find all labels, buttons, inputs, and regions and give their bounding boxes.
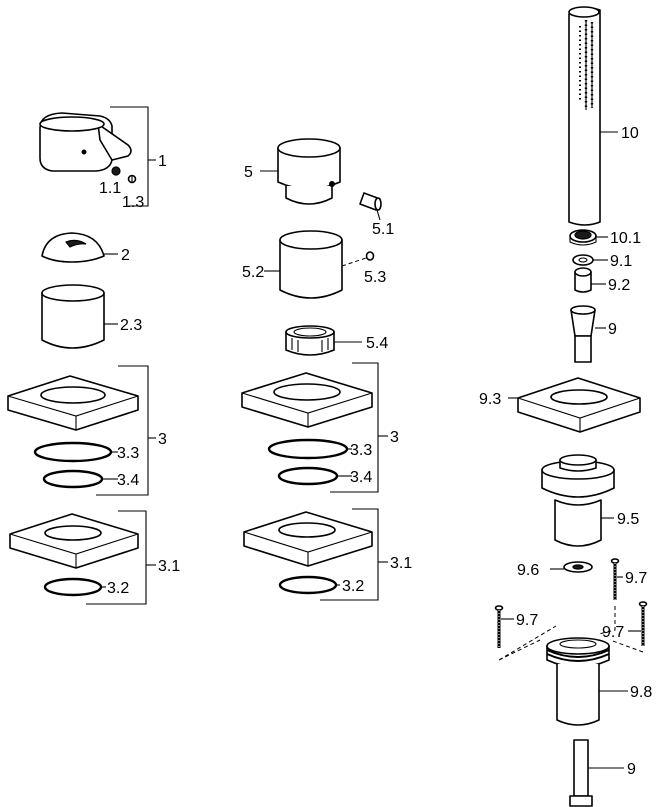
label-3-3-left: 3.3: [117, 445, 139, 462]
label-1: 1: [158, 153, 167, 170]
label-9-8: 9.8: [630, 684, 652, 701]
part-9-6-clip: [563, 561, 593, 573]
part-5-3-screw: [365, 251, 375, 261]
label-9-2: 9.2: [608, 277, 630, 294]
part-1-lever-handle: [39, 112, 132, 172]
label-10: 10: [621, 125, 639, 142]
label-1-3: 1.3: [122, 194, 144, 211]
part-1-1-screw: [111, 166, 121, 176]
label-9-6: 9.6: [517, 562, 539, 579]
label-5-1: 5.1: [372, 221, 394, 238]
label-3-left: 3: [158, 431, 167, 448]
part-3-3-oring-mid: [267, 438, 349, 460]
label-3-2-mid: 3.2: [342, 578, 364, 595]
label-5-3: 5.3: [364, 269, 386, 286]
part-10-hand-shower: [568, 6, 601, 226]
part-9-hose-top: [570, 305, 596, 363]
part-9-7-screw-b: [494, 605, 504, 648]
label-3-1-left: 3.1: [158, 558, 180, 575]
part-5-handle-body: [277, 138, 341, 205]
part-3-plate-mid: [241, 372, 373, 428]
part-9-5-holder: [541, 454, 615, 547]
part-3-4-oring-left: [42, 469, 104, 489]
label-9-top: 9: [608, 321, 617, 338]
label-3-2-left: 3.2: [107, 580, 129, 597]
label-9-3: 9.3: [479, 391, 501, 408]
part-9-3-plate: [517, 377, 641, 433]
part-2-cap: [41, 232, 105, 263]
screw-alignment-lines: [498, 606, 644, 661]
part-5-2-sleeve: [279, 230, 343, 299]
label-3-4-mid: 3.4: [350, 469, 372, 486]
label-9-7-a: 9.7: [625, 570, 647, 587]
bracket-1: [110, 106, 149, 207]
part-9-7-screw-c: [638, 601, 648, 646]
bracket-3-1-left: [86, 510, 147, 605]
part-9-1-washer: [572, 254, 594, 266]
label-5: 5: [244, 164, 253, 181]
label-9-5: 9.5: [617, 511, 639, 528]
part-3-plate-left: [7, 375, 139, 431]
part-1-3-pin: [127, 174, 137, 184]
bracket-3-mid: [330, 362, 379, 493]
label-1-1: 1.1: [99, 180, 121, 197]
callout-labels: 1 1.1 1.3 2 2.3 3 3.3 3.4 3.1 3.2 5 5.1 …: [99, 125, 652, 778]
label-3-1-mid: 3.1: [390, 555, 412, 572]
label-3-3-mid: 3.3: [350, 442, 372, 459]
part-5-4-cartridge-nut: [285, 325, 335, 356]
part-9-2-nut: [574, 267, 592, 293]
part-3-1-plate-left: [9, 513, 139, 569]
label-9-7-c: 9.7: [602, 624, 624, 641]
label-5-4: 5.4: [366, 335, 388, 352]
part-3-4-oring-mid: [277, 466, 339, 486]
label-9-7-b: 9.7: [516, 612, 538, 629]
label-2: 2: [121, 247, 130, 264]
label-10-1: 10.1: [610, 230, 641, 247]
part-9-8-mounting-sleeve: [546, 637, 610, 726]
part-3-3-oring-left: [33, 441, 113, 463]
part-3-1-plate-mid: [243, 511, 373, 567]
bracket-3-left: [96, 365, 149, 496]
part-5-1-pin: [359, 192, 382, 211]
label-9-1: 9.1: [610, 253, 632, 270]
label-2-3: 2.3: [120, 317, 142, 334]
label-5-2: 5.2: [242, 264, 264, 281]
part-10-1-filter: [569, 229, 597, 246]
part-3-2-oring-left: [43, 577, 103, 597]
label-3-mid: 3: [390, 429, 399, 446]
label-3-4-left: 3.4: [117, 472, 139, 489]
part-3-2-oring-mid: [278, 575, 338, 595]
label-9-bottom: 9: [627, 761, 636, 778]
part-2-3-sleeve: [41, 284, 105, 349]
bracket-3-1-mid: [320, 508, 379, 601]
part-9-hose-bottom: [569, 739, 593, 807]
part-9-7-screw-a: [610, 558, 620, 600]
